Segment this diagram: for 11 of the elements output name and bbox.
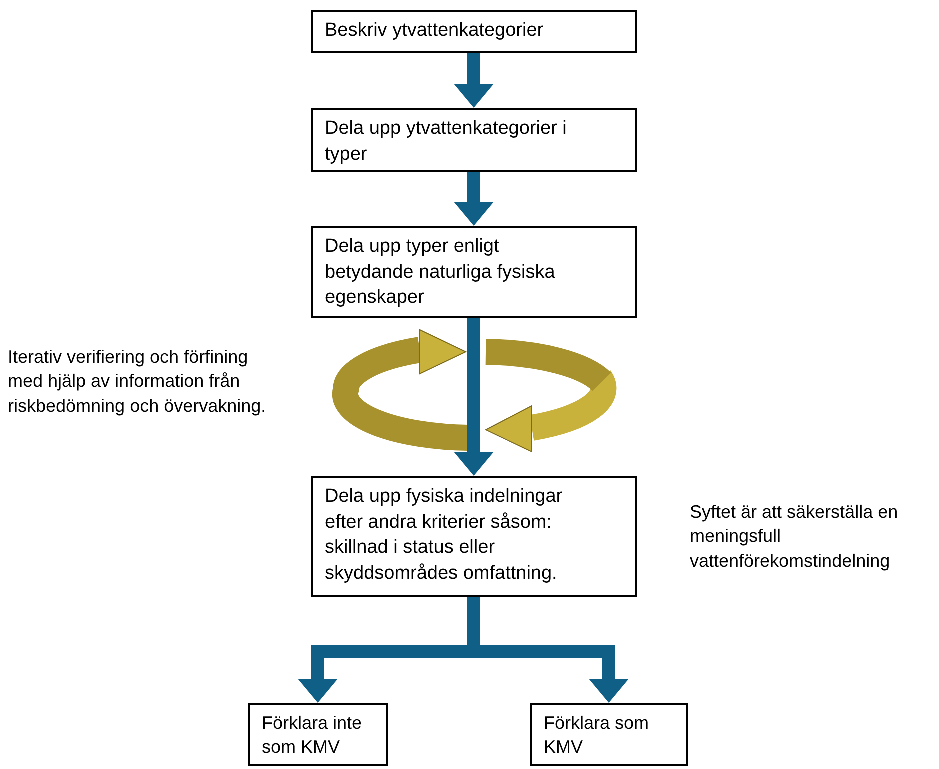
process-box: Förklara inte som KMV	[248, 703, 388, 766]
process-box: Beskriv ytvattenkategorier	[311, 10, 637, 53]
process-box: Dela upp typer enligt betydande naturliga fysiska egenskaper	[311, 226, 637, 318]
arrow	[454, 53, 494, 108]
arrow	[454, 318, 494, 476]
note-text: Iterativ verifiering och förfining med hjälp av information från riskbedömning och övervakning.	[8, 346, 268, 418]
process-box: Dela upp fysiska indelningar efter andra kriterier såsom: skillnad i status eller skyddsområdes omfattning.	[311, 476, 637, 597]
note-text: Syftet är att säkerställa en meningsfull vattenförekomstindelning	[690, 501, 900, 573]
process-box: Dela upp ytvattenkategorier i typer	[311, 108, 637, 172]
arrow	[454, 172, 494, 226]
process-box: Förklara som KMV	[530, 703, 688, 766]
